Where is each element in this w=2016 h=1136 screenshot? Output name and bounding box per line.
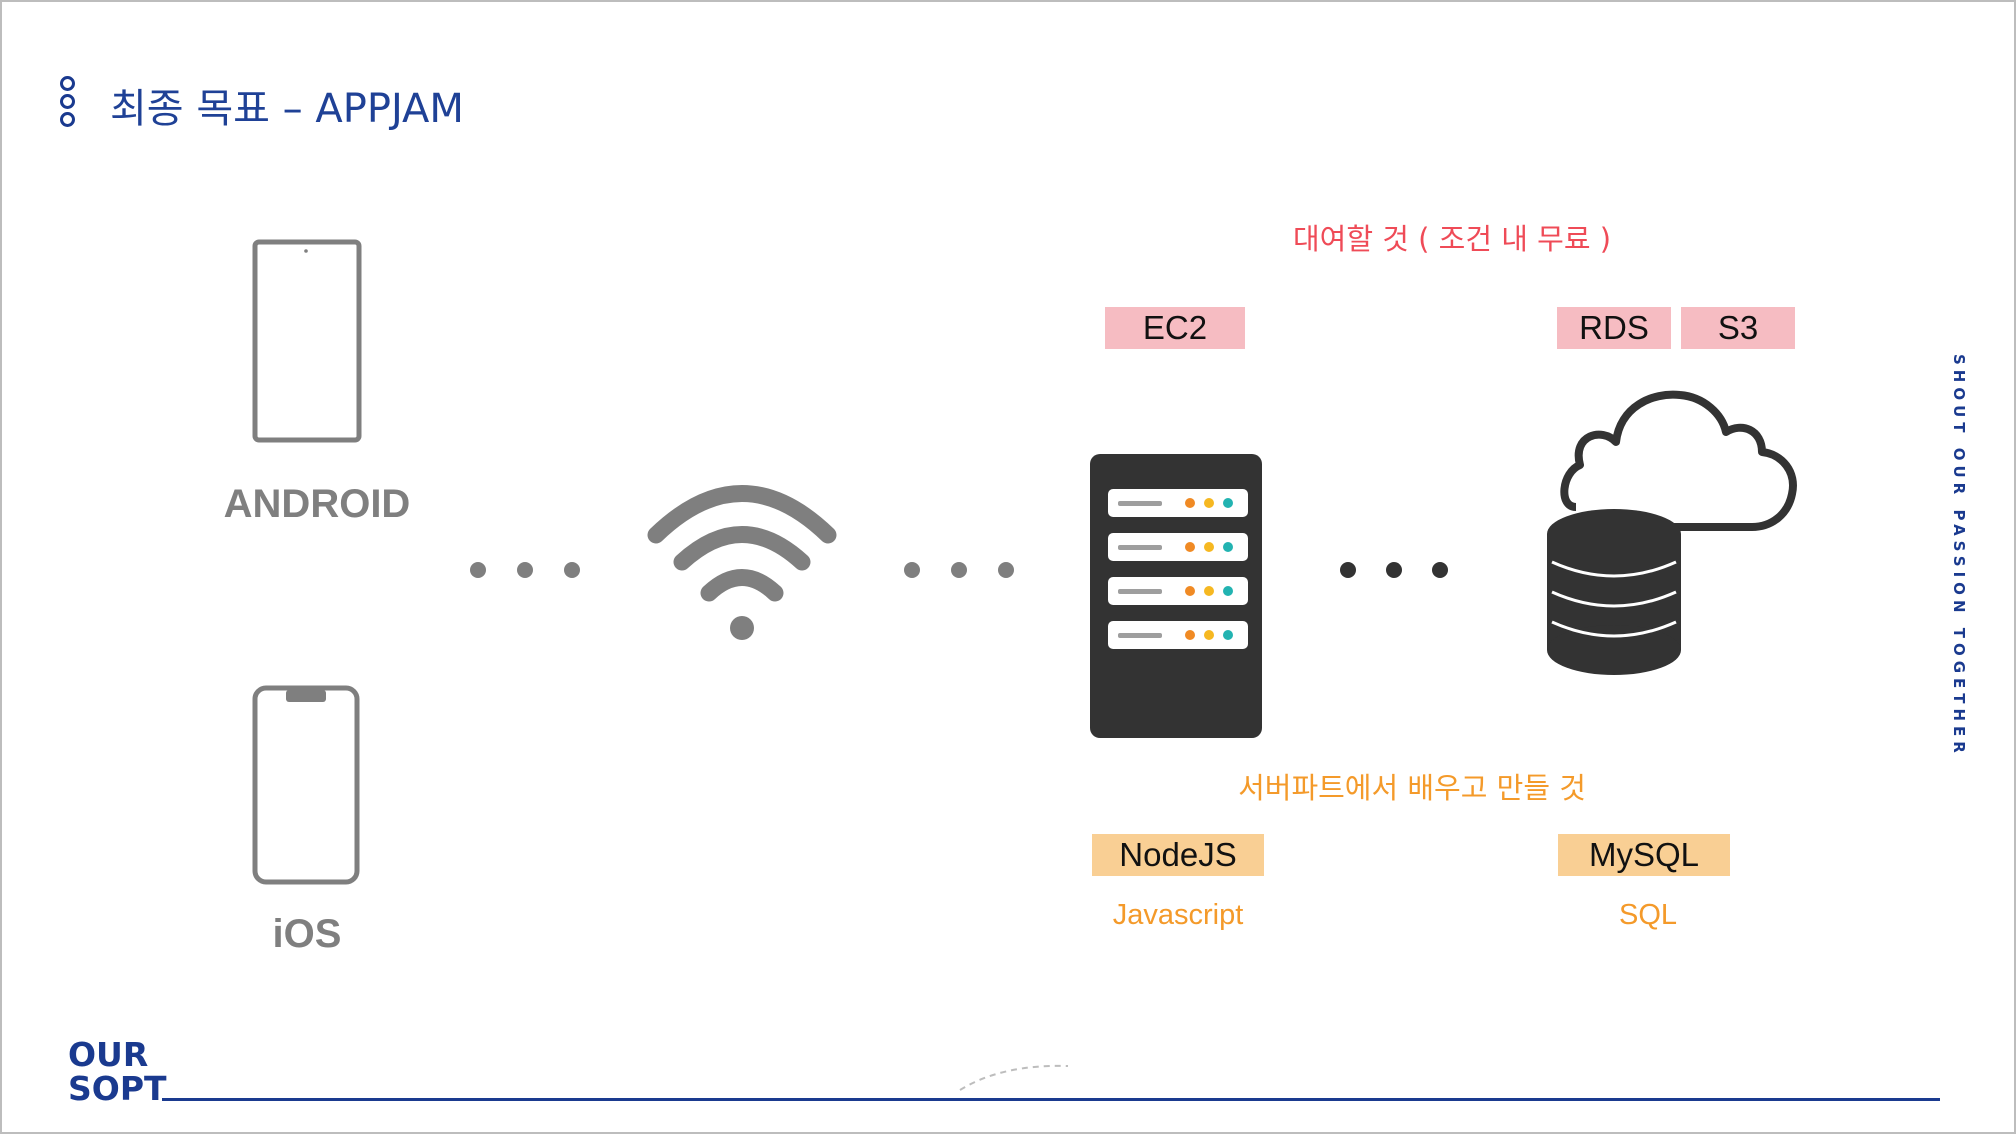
- server-unit-3: [1108, 577, 1248, 605]
- wifi-icon: [647, 485, 837, 640]
- server-unit-1: [1108, 489, 1248, 517]
- ios-label: iOS: [272, 912, 342, 956]
- connector-dots-3: [1340, 562, 1448, 578]
- cloud-database-icon: [1547, 390, 1797, 675]
- server-unit-4: [1108, 621, 1248, 649]
- learn-note: 서버파트에서 배우고 만들 것: [1238, 771, 1586, 805]
- server-icon: [1090, 454, 1262, 738]
- logo-line-2: SOPT: [68, 1069, 167, 1108]
- footer-line: [162, 1098, 1940, 1101]
- iphone-icon: [252, 685, 360, 885]
- decorative-arc: [959, 1064, 1069, 1091]
- rds-tag: RDS: [1557, 307, 1671, 349]
- server-unit-2: [1108, 533, 1248, 561]
- logo-line-1: OUR: [68, 1035, 149, 1074]
- side-slogan: SHOUT OUR PASSION TOGETHER: [1950, 354, 1968, 758]
- s3-tag: S3: [1681, 307, 1795, 349]
- slide-title: 최종 목표 – APPJAM: [110, 86, 464, 132]
- connector-dots-1: [470, 562, 580, 578]
- android-label: ANDROID: [223, 482, 411, 526]
- android-phone-icon: [252, 239, 362, 443]
- mysql-tag: MySQL: [1558, 834, 1730, 876]
- javascript-label: Javascript: [1112, 899, 1244, 931]
- rent-note: 대여할 것 ( 조건 내 무료 ): [1292, 222, 1612, 256]
- sql-label: SQL: [1618, 899, 1678, 931]
- our-sopt-logo: OUR SOPT: [68, 1038, 167, 1106]
- nodejs-tag: NodeJS: [1092, 834, 1264, 876]
- ec2-tag: EC2: [1105, 307, 1245, 349]
- connector-dots-2: [904, 562, 1014, 578]
- title-bullet-icon: [60, 76, 78, 134]
